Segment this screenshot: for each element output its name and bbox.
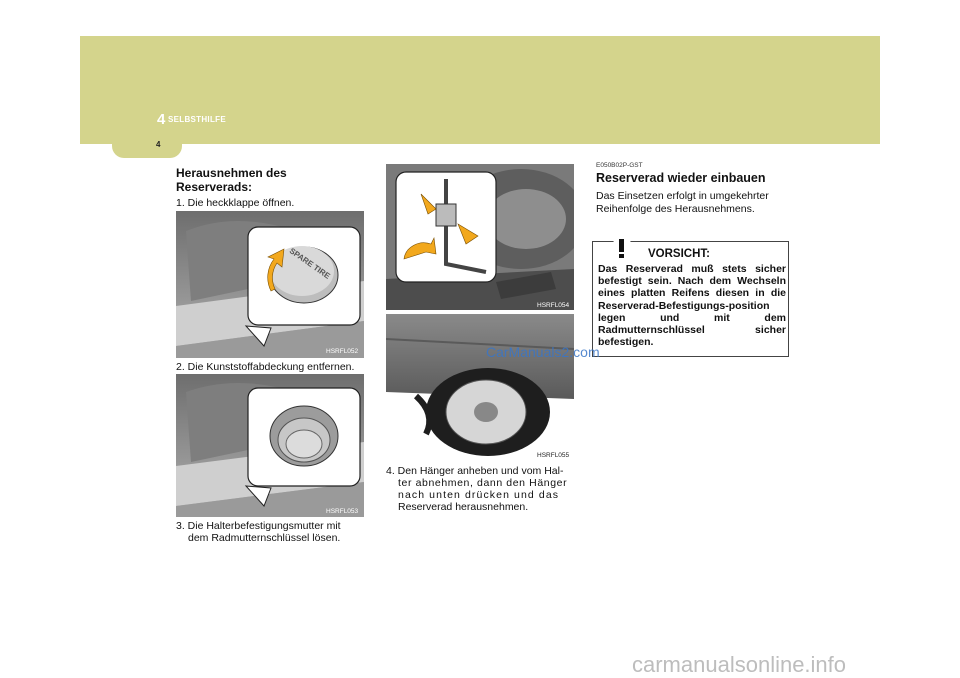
caution-title: VORSICHT:: [648, 248, 710, 260]
step-4-line4: Reserverad herausnehmen.: [398, 501, 529, 513]
figure-hanger-nut: HSRFL054: [386, 164, 574, 310]
caution-box: VORSICHT: Das Reserverad muß stets siche…: [592, 231, 789, 357]
warning-triangle-icon: [597, 231, 647, 261]
step-4-line2: ter abnehmen, dann den Hänger: [398, 477, 568, 489]
section-title: Reserverad wieder einbauen: [596, 171, 766, 185]
page-tab: [112, 136, 182, 158]
section-body: Das Einsetzen erfolgt in umgekehrter Rei…: [596, 190, 769, 215]
caution-text: Das Reserverad muß stets sicher befestig…: [598, 263, 786, 349]
step-1: 1. Die heckklappe öffnen.: [176, 197, 295, 209]
step-3-line1: 3. Die Halterbefestigungsmutter mit: [176, 520, 341, 532]
chapter-number: 4: [157, 111, 166, 128]
step-4-line3: nach unten drücken und das: [398, 489, 560, 501]
figure-code: HSRFL053: [326, 508, 359, 515]
chapter-title: SELBSTHILFE: [168, 115, 226, 124]
reinstall-section: E050B02P-GST Reserverad wieder einbauen …: [596, 162, 791, 215]
figure-code: HSRFL055: [537, 452, 570, 459]
figure-code: HSRFL054: [537, 302, 570, 309]
footer-url[interactable]: carmanualsonline.info: [632, 652, 847, 677]
section-heading: Herausnehmen des Reserverads:: [176, 166, 287, 194]
figure-cover-removed: HSRFL053: [176, 374, 364, 517]
page-number: 4: [156, 140, 161, 149]
step-4-line1: 4. Den Hänger anheben und vom Hal-: [386, 465, 564, 477]
figure-code: HSRFL052: [326, 348, 359, 355]
trunk-illustration: [176, 211, 364, 358]
step-2: 2. Die Kunststoffabdeckung entfernen.: [176, 361, 355, 373]
hanger-illustration: [386, 164, 574, 310]
step-3-line2: dem Radmutternschlüssel lösen.: [188, 532, 341, 544]
wheel-illustration: [386, 314, 574, 460]
watermark-link[interactable]: CarManuals2.com: [486, 344, 600, 360]
figure-spare-wheel: HSRFL055: [386, 314, 574, 460]
reference-code: E050B02P-GST: [596, 162, 643, 169]
cover-illustration: [176, 374, 364, 517]
header-bar: [80, 36, 880, 144]
figure-trunk-open: SPARE TIRE HSRFL052: [176, 211, 364, 358]
